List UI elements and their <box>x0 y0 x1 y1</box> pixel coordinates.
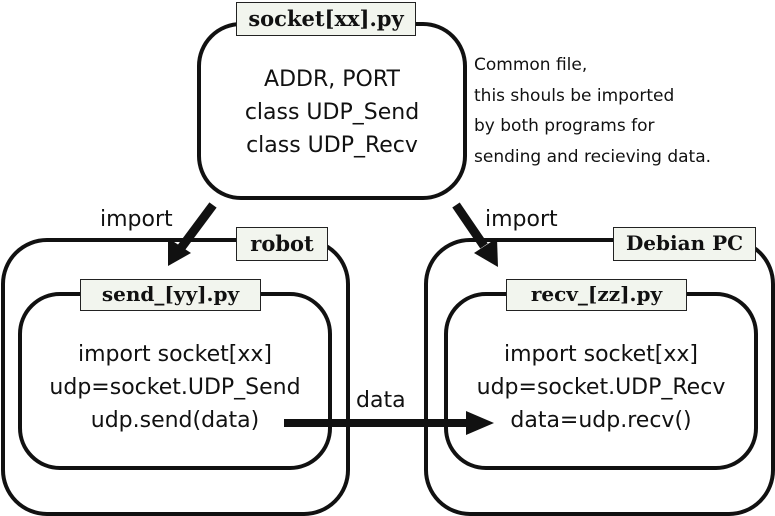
recv-line: import socket[xx] <box>504 342 698 367</box>
data-label: data <box>356 388 406 413</box>
send-module-body: import socket[xx] udp=socket.UDP_Send ud… <box>20 338 330 437</box>
socket-line: class UDP_Recv <box>246 133 418 158</box>
debian-pc-host-label: Debian PC <box>613 227 756 261</box>
send-line: udp=socket.UDP_Send <box>49 375 301 400</box>
recv-line: data=udp.recv() <box>510 408 692 433</box>
recv-module-body: import socket[xx] udp=socket.UDP_Recv da… <box>446 338 756 437</box>
recv-module-title: recv_[zz].py <box>506 279 687 311</box>
socket-line: ADDR, PORT <box>264 67 400 92</box>
send-line: udp.send(data) <box>90 408 260 433</box>
import-label-right: import <box>485 207 558 232</box>
recv-line: udp=socket.UDP_Recv <box>476 375 726 400</box>
import-arrow-left-shaft <box>177 202 217 251</box>
common-file-note: Common file, this shouls be imported by … <box>474 50 774 172</box>
note-line: sending and recieving data. <box>474 146 712 167</box>
import-arrow-right-head <box>474 238 498 267</box>
note-line: by both programs for <box>474 116 655 136</box>
send-line: import socket[xx] <box>78 342 272 367</box>
import-arrow-left-head <box>168 238 191 266</box>
import-label-left: import <box>100 207 173 232</box>
data-arrow-head <box>466 411 494 435</box>
socket-module-body: ADDR, PORT class UDP_Send class UDP_Recv <box>199 63 465 162</box>
socket-module-title: socket[xx].py <box>236 2 416 36</box>
send-module-title: send_[yy].py <box>80 279 261 311</box>
note-line: this shouls be imported <box>474 85 675 106</box>
note-line: Common file, <box>474 55 588 75</box>
import-arrow-right-shaft <box>452 202 488 249</box>
socket-line: class UDP_Send <box>244 100 420 125</box>
robot-host-label: robot <box>236 227 328 261</box>
